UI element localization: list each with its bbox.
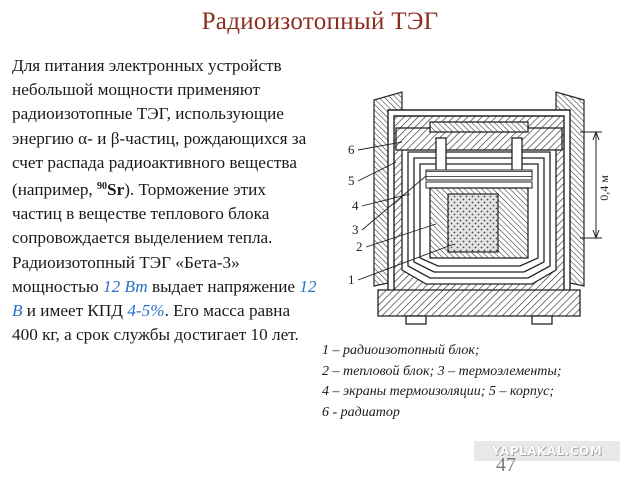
radioisotope-block — [447, 193, 499, 253]
label-6: 6 — [348, 142, 355, 157]
watermark: YAPLAKAL.COM — [474, 441, 620, 461]
slide-title: Радиоизотопный ТЭГ — [201, 8, 439, 35]
teg-cross-section-diagram: 0,4 м 6 5 4 3 2 1 — [348, 91, 611, 325]
text-part: и имеет КПД — [22, 301, 128, 321]
isotope-symbol: Sr — [107, 180, 125, 200]
label-3: 3 — [352, 222, 359, 237]
label-1: 1 — [348, 272, 355, 287]
legend-item: 2 – тепловой блок; 3 – термоэлементы; — [322, 363, 562, 379]
body-text: Для питания электронных устройств неболь… — [12, 54, 317, 347]
text-part: . Его масса равна 400 кг, а срок службы … — [12, 301, 299, 345]
text-part: ). Торможение этих частиц в веществе теп… — [12, 180, 273, 296]
text-part: Для питания электронных устройств неболь… — [12, 56, 307, 200]
power-value: 12 Вт — [103, 276, 148, 296]
voltage-value: 12 В — [12, 276, 317, 321]
height-dimension-label: 0,4 м — [597, 175, 611, 201]
callout-leaders — [357, 141, 455, 281]
legend-item: 6 - радиатор — [322, 404, 400, 420]
legend-item: 4 – экраны термоизоляции; 5 – корпус; — [322, 384, 555, 399]
label-4: 4 — [352, 198, 359, 213]
diagram-legend: 1 – радиоизотопный блок; 2 – тепловой бл… — [322, 341, 638, 423]
page-number: 47 — [496, 454, 516, 476]
efficiency-value: 4-5% — [127, 301, 165, 321]
label-5: 5 — [348, 173, 355, 188]
isotope-mass-number: 90 — [97, 181, 108, 193]
thermoelements — [425, 169, 533, 189]
label-2: 2 — [356, 239, 363, 254]
text-part: выдает напряжение — [147, 276, 300, 296]
legend-item: 1 – радиоизотопный блок; — [322, 343, 480, 358]
base — [377, 289, 581, 325]
height-dimension — [580, 130, 602, 240]
